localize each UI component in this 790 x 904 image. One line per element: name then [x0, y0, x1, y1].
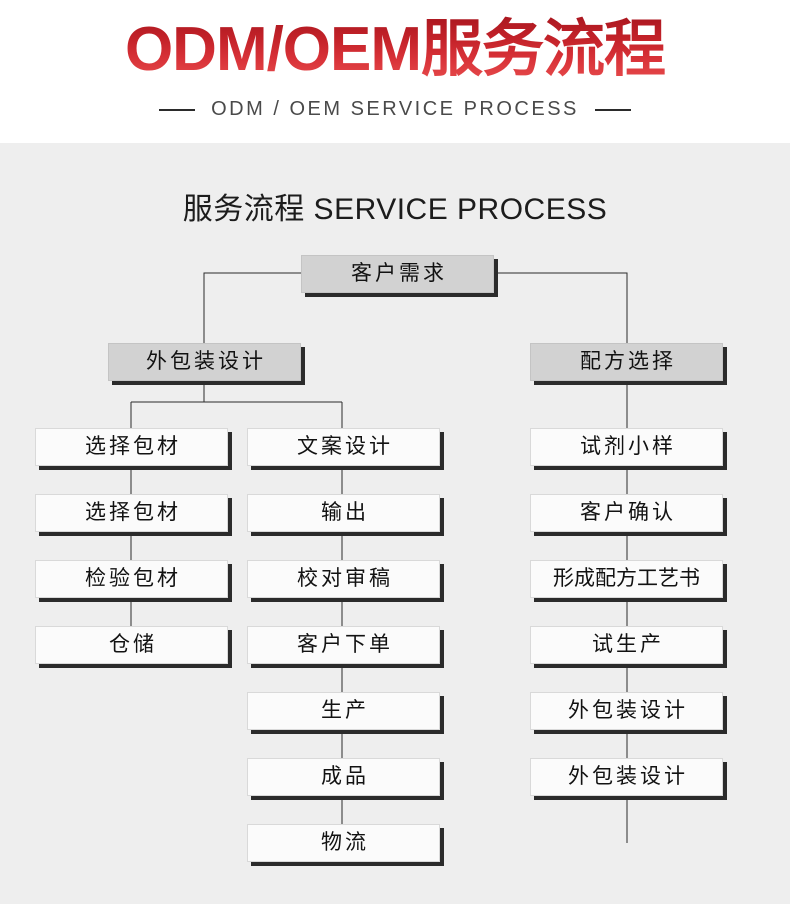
node-middle-7[interactable]: 物流: [247, 824, 440, 862]
node-right-4[interactable]: 试生产: [530, 626, 723, 664]
node-right-6[interactable]: 外包装设计: [530, 758, 723, 796]
node-right-2[interactable]: 客户确认: [530, 494, 723, 532]
node-middle-2[interactable]: 输出: [247, 494, 440, 532]
node-root[interactable]: 客户需求: [301, 255, 494, 293]
node-middle-6[interactable]: 成品: [247, 758, 440, 796]
node-left-1[interactable]: 选择包材: [35, 428, 228, 466]
node-left-2[interactable]: 选择包材: [35, 494, 228, 532]
node-left-3[interactable]: 检验包材: [35, 560, 228, 598]
node-right-3[interactable]: 形成配方工艺书: [530, 560, 723, 598]
page-title: ODM/OEM服务流程: [0, 14, 790, 86]
rule-right-icon: [594, 108, 631, 111]
subtitle-row: ODM / OEM SERVICE PROCESS: [0, 98, 790, 121]
node-middle-1[interactable]: 文案设计: [247, 428, 440, 466]
flow-diagram: 服务流程 SERVICE PROCESS 客户需求 外包装设计 配方选择 选择包…: [0, 143, 790, 904]
node-branch-packaging[interactable]: 外包装设计: [108, 343, 301, 381]
page-subtitle: ODM / OEM SERVICE PROCESS: [211, 98, 579, 120]
node-left-4[interactable]: 仓储: [35, 626, 228, 664]
node-right-1[interactable]: 试剂小样: [530, 428, 723, 466]
node-branch-formula[interactable]: 配方选择: [530, 343, 723, 381]
rule-left-icon: [159, 108, 196, 111]
node-middle-4[interactable]: 客户下单: [247, 626, 440, 664]
node-middle-3[interactable]: 校对审稿: [247, 560, 440, 598]
node-middle-5[interactable]: 生产: [247, 692, 440, 730]
node-right-5[interactable]: 外包装设计: [530, 692, 723, 730]
page-header: ODM/OEM服务流程 ODM / OEM SERVICE PROCESS: [0, 0, 790, 143]
section-title: 服务流程 SERVICE PROCESS: [182, 193, 608, 226]
